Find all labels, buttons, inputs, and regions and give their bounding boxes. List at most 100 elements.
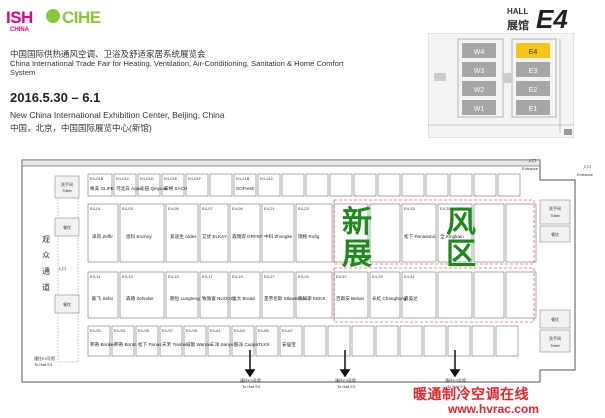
keymap-label-w3: W3	[474, 68, 485, 75]
hall-code: E4	[536, 4, 568, 34]
booth-row-bottom	[87, 325, 519, 357]
keymap-label-e3: E3	[529, 68, 538, 75]
booth-code: E4-67	[282, 328, 293, 333]
zone-char-3: 风	[446, 206, 476, 239]
svg-text:To Hall E3: To Hall E3	[337, 384, 356, 389]
booth-name: TLKS	[258, 342, 270, 347]
booth-code: E4-39	[372, 274, 383, 279]
booth-name: 松下 Panasonic	[404, 233, 437, 240]
booth-code: E4-01	[90, 206, 101, 211]
zone-char-4: 区	[446, 238, 476, 271]
svg-text:Toilet: Toilet	[550, 213, 560, 218]
booth-name: 爱迪生 Aldes	[170, 233, 197, 240]
keymap-label-w2: W2	[474, 87, 485, 94]
corridor-char-3: 通	[42, 266, 50, 276]
zone-char-2: 展	[342, 238, 372, 271]
svg-text:To Hall E3: To Hall E3	[34, 362, 53, 367]
booth-name: 凯科斯 KEKS	[298, 295, 325, 302]
booth-name: 嘉美达	[404, 295, 418, 302]
booth-code: E4-09	[232, 206, 243, 211]
booth-name: 森瑞得 GRFKF	[232, 233, 263, 240]
fair-title-cn: 中国国际供热通风空调、卫浴及舒适家居系统展览会	[10, 49, 206, 59]
keymap-label-w1: W1	[474, 106, 485, 113]
keymap-hall-e3	[516, 62, 550, 77]
booth-name: 松下 Panas	[138, 341, 162, 348]
booth-name: 安格 SACH	[164, 185, 187, 192]
booth-code: E4-S5	[138, 328, 150, 333]
venue-cn: 中国，北京，中国国际展览中心(新馆)	[10, 123, 152, 133]
booth-code: E4-65	[258, 328, 269, 333]
booth-code: E4-01C	[116, 176, 130, 181]
booth-name: 威能 Wanner	[186, 341, 213, 348]
booth-name: 远大 Broad	[232, 295, 255, 302]
booth-code: E4-17	[202, 274, 213, 279]
hall-label-cn: 展馆	[507, 20, 529, 32]
restaurant-left-2: 餐饮	[63, 301, 71, 307]
entrance-right-cn: 入口	[583, 164, 591, 169]
booth-name: 河北白 Aquer	[116, 185, 144, 192]
corridor-char-2: 众	[42, 251, 50, 260]
entrance-right-en: Entrance	[577, 172, 594, 177]
booth-code: E4-21	[264, 206, 275, 211]
venue-en: New China International Exhibition Cente…	[10, 110, 225, 120]
booth-code: E4-01F	[188, 176, 202, 181]
booth-name: 酷派 Cuppa	[234, 341, 258, 348]
keymap-hall-w1	[462, 100, 496, 115]
toilet-left-label: 洗手间	[61, 181, 73, 187]
booth-row-3	[87, 271, 537, 319]
booth-code: E4-15	[168, 274, 179, 279]
booth-name: 邦奇 Bonker	[90, 341, 115, 348]
exit-label-left: 通往E3号馆	[34, 355, 55, 361]
booth-code: E4-01E	[164, 176, 178, 181]
keymap-hall-e2	[516, 81, 550, 96]
floor-plan: 洗手间 Toilet 餐饮 餐饮 观 众 通 道 入口 洗手间 Toilet 餐…	[21, 158, 594, 389]
booth-code: E4-05	[168, 206, 179, 211]
booth-code: E4-21C	[260, 176, 274, 181]
svg-text:To Hall E3: To Hall E3	[447, 384, 466, 389]
booth-name: 森德 Zehnder	[126, 295, 154, 302]
booth-code: E4-S7	[162, 328, 174, 333]
booth-row-2	[87, 203, 537, 263]
booth-code: E4-S1	[90, 328, 102, 333]
watermark-cn: 暖通制冷空调在线	[413, 386, 529, 402]
keymap-label-e2: E2	[529, 87, 538, 94]
booth-name: 邦奇 Bonto	[114, 341, 137, 348]
booth-name: SOFresh	[236, 186, 255, 191]
fair-date: 2016.5.30 – 6.1	[10, 90, 101, 105]
ish-logo-subtitle: CHINA	[10, 27, 29, 33]
booth-name: 艾优 ELKAY	[202, 233, 227, 240]
booth-name: 致微富 NUOGIS	[202, 295, 235, 302]
exit-label-1: 通往E3号馆	[240, 377, 261, 383]
keymap-hall-w4	[462, 43, 496, 58]
keymap-hall-w2	[462, 81, 496, 96]
booth-code: E4-29	[298, 274, 309, 279]
fresh-air-zone-outline	[333, 199, 535, 265]
keymap-label-w4: W4	[474, 49, 485, 56]
restaurant-right-2: 餐饮	[551, 316, 559, 322]
booth-name: 中科 Zhongke	[264, 233, 293, 240]
booth-name: 斯飞 Sefei	[92, 295, 113, 302]
booth-row-top	[87, 173, 521, 197]
zone-char-1: 新	[342, 206, 372, 239]
booth-name: 恩科 Enchoy	[126, 233, 152, 240]
svg-text:To Hall E3: To Hall E3	[242, 384, 261, 389]
entrance-top-en: Entrance	[522, 166, 539, 171]
booth-name: 格美 GLIFE	[90, 185, 114, 192]
keymap-label-e4: E4	[529, 49, 538, 56]
booth-code: E4-01B	[90, 176, 104, 181]
toilet-right-label: 洗手间	[549, 205, 561, 211]
cihe-logo-icon	[46, 9, 60, 23]
toilet-right-2-label: 洗手间	[549, 335, 561, 341]
watermark-url: www.hvrac.com	[448, 402, 539, 416]
entrance-left-label: 入口	[58, 266, 66, 271]
booth-code: E4-07	[202, 206, 213, 211]
booth-code: E4-61	[210, 328, 221, 333]
booth-code: E4-33	[404, 206, 415, 211]
booth-code: E4-21B	[236, 176, 250, 181]
booth-code: E4-23	[298, 206, 309, 211]
booth-name: 安居宝	[282, 341, 296, 348]
booth-code: E4-03	[122, 206, 133, 211]
fair-title-en: China International Trade Fair for Heati…	[10, 59, 344, 77]
booth-code: E4-35	[440, 206, 451, 211]
booth-code: E4-41	[404, 274, 415, 279]
